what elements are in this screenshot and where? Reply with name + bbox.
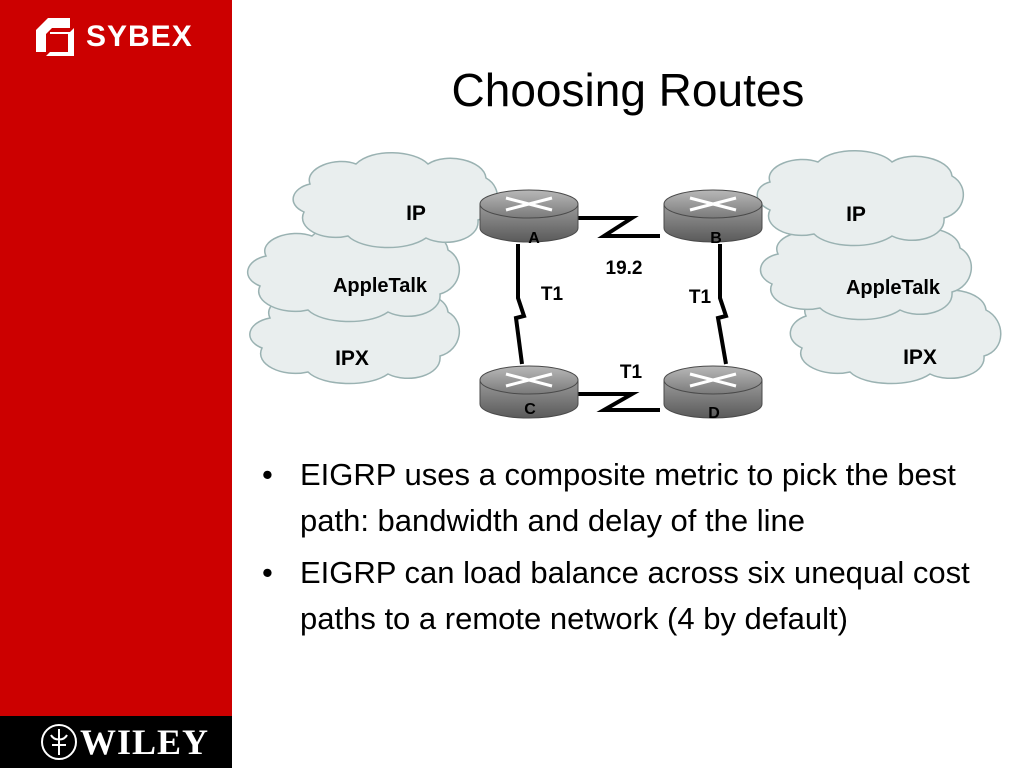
router-c xyxy=(479,365,579,419)
bullet-dot-icon: • xyxy=(262,457,273,492)
cloud-ip-right xyxy=(756,150,965,247)
bullet-text: EIGRP can load balance across six unequa… xyxy=(300,555,970,636)
link-label-b-d: T1 xyxy=(689,287,712,308)
cloud-label-ip-left: IP xyxy=(406,202,426,225)
router-label-c: C xyxy=(524,401,536,418)
router-label-d: D xyxy=(708,405,720,422)
wiley-footer-bar xyxy=(0,716,232,768)
router-label-a: A xyxy=(528,230,540,247)
bullet-list: • EIGRP uses a composite metric to pick t… xyxy=(258,452,1018,648)
slide-title: Choosing Routes xyxy=(451,64,805,116)
router-arrows-icon xyxy=(505,372,553,388)
router-d xyxy=(663,365,763,419)
cloud-label-ip-right: IP xyxy=(846,203,866,226)
cloud-label-appletalk-left: AppleTalk xyxy=(333,275,428,297)
link-label-c-d: T1 xyxy=(620,362,643,383)
wiley-wordmark: WILEY xyxy=(80,722,210,762)
router-b xyxy=(663,189,763,243)
bullet-item: • EIGRP uses a composite metric to pick t… xyxy=(258,452,1018,544)
sybex-wordmark: SYBEX xyxy=(86,20,193,53)
cloud-label-ipx-left: IPX xyxy=(335,347,369,370)
link-label-a-b: 19.2 xyxy=(606,258,643,279)
link-a-c xyxy=(513,244,527,365)
bullet-item: • EIGRP can load balance across six unequ… xyxy=(258,550,1018,642)
cloud-label-appletalk-right: AppleTalk xyxy=(846,277,941,299)
router-a xyxy=(479,189,579,243)
link-b-d xyxy=(715,244,729,365)
router-arrows-icon xyxy=(689,372,737,388)
sybex-logo: SYBEX xyxy=(34,16,204,68)
wiley-emblem-icon xyxy=(41,724,77,760)
bullet-text: EIGRP uses a composite metric to pick th… xyxy=(300,457,956,538)
router-arrows-icon xyxy=(505,196,553,212)
network-diagram: IP AppleTalk IPX IP AppleTalk IPX A B C … xyxy=(247,150,1002,422)
cloud-label-ipx-right: IPX xyxy=(903,346,937,369)
router-label-b: B xyxy=(710,230,722,247)
link-a-b xyxy=(578,216,660,238)
link-c-d xyxy=(578,392,660,412)
sybex-emblem-icon xyxy=(36,18,74,56)
router-arrows-icon xyxy=(689,196,737,212)
bullet-dot-icon: • xyxy=(262,555,273,590)
sidebar xyxy=(0,0,232,768)
cloud-ip-left xyxy=(292,152,499,249)
link-label-a-c: T1 xyxy=(541,284,564,305)
